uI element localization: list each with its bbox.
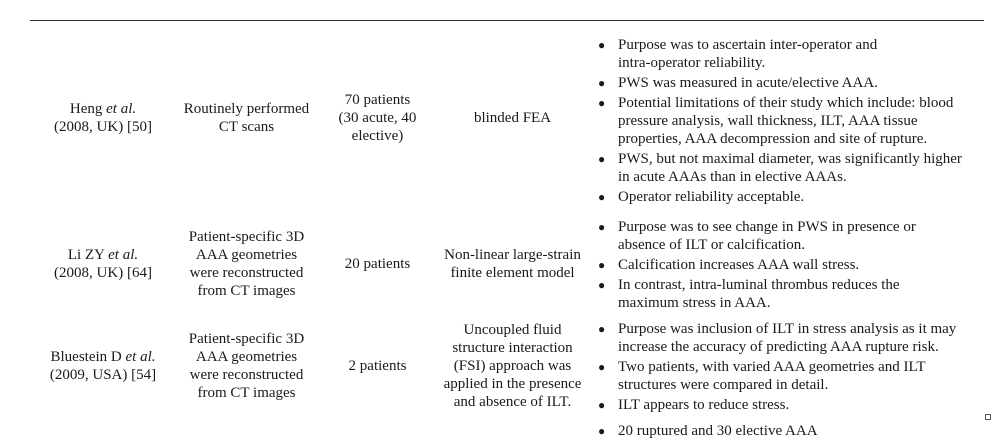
- model-line: finite element model: [450, 265, 575, 281]
- finding-text-line: PWS, but not maximal diameter, was signi…: [618, 151, 962, 167]
- finding-text-line: Operator reliability acceptable.: [618, 189, 805, 205]
- bullet-icon: ●: [598, 220, 606, 234]
- finding-item: ● Potential limitations of their study wh…: [596, 94, 992, 148]
- finding-item: ● Purpose was inclusion of ILT in stress …: [596, 320, 992, 356]
- model-line: Non-linear large-strain: [444, 247, 581, 263]
- study-cell: Li ZY et al. (2008, UK) [64]: [33, 246, 173, 282]
- bullet-icon: ●: [598, 278, 606, 292]
- model-line: and absence of ILT.: [453, 394, 572, 410]
- study-line-2: (2008, UK) [64]: [54, 265, 152, 281]
- method-line: AAA geometries: [195, 247, 298, 263]
- finding-text-line: absence of ILT or calcification.: [618, 237, 806, 253]
- model-line: blinded FEA: [473, 110, 552, 126]
- bullet-icon: ●: [598, 258, 606, 272]
- finding-text-line: in acute AAAs than in elective AAAs.: [618, 169, 847, 185]
- findings-list: ● Purpose was inclusion of ILT in stress …: [596, 320, 992, 416]
- patients-line: elective): [351, 128, 404, 144]
- method-line: from CT images: [197, 385, 296, 401]
- finding-text-line: pressure analysis, wall thickness, ILT, …: [618, 113, 918, 129]
- finding-item: ● Calcification increases AAA wall stress…: [596, 256, 992, 274]
- finding-item: ● In contrast, intra-luminal thrombus red…: [596, 276, 992, 312]
- finding-text-line: 20 ruptured and 30 elective AAA: [618, 423, 818, 439]
- finding-text-line: Purpose was inclusion of ILT in stress a…: [618, 321, 957, 337]
- patients-line: (30 acute, 40: [338, 110, 417, 126]
- findings-list: ● Purpose was to ascertain inter-operator…: [596, 36, 992, 208]
- bullet-icon: ●: [598, 398, 606, 412]
- finding-item: ● PWS, but not maximal diameter, was sign…: [596, 150, 992, 186]
- study-line-1: Bluestein D et al.: [50, 349, 156, 365]
- patients-line: 2 patients: [348, 358, 407, 374]
- bullet-icon: ●: [598, 76, 606, 90]
- patients-line: 70 patients: [344, 92, 411, 108]
- finding-item: ● PWS was measured in acute/elective AAA.: [596, 74, 992, 92]
- finding-text-line: intra-operator reliability.: [618, 55, 766, 71]
- finding-item: ● Purpose was to see change in PWS in pre…: [596, 218, 992, 254]
- bullet-icon: ●: [598, 152, 606, 166]
- finding-item: ● Operator reliability acceptable.: [596, 188, 992, 206]
- patients-cell: 70 patients (30 acute, 40 elective): [320, 91, 435, 145]
- bullet-icon: ●: [598, 424, 606, 438]
- bullet-icon: ●: [598, 360, 606, 374]
- method-line: CT scans: [218, 119, 275, 135]
- model-line: Uncoupled fluid: [463, 322, 562, 338]
- finding-item: ● Purpose was to ascertain inter-operator…: [596, 36, 992, 72]
- finding-text-line: Potential limitations of their study whi…: [618, 95, 954, 111]
- method-line: were reconstructed: [189, 367, 304, 383]
- bullet-icon: ●: [598, 190, 606, 204]
- study-line-1: Li ZY et al.: [67, 247, 139, 263]
- model-line: (FSI) approach was: [453, 358, 572, 374]
- finding-text-line: Purpose was to see change in PWS in pres…: [618, 219, 916, 235]
- finding-text-line: increase the accuracy of predicting AAA …: [618, 339, 939, 355]
- bullet-icon: ●: [598, 38, 606, 52]
- finding-item: ● 20 ruptured and 30 elective AAA: [596, 422, 992, 440]
- table-top-rule: [30, 20, 984, 21]
- model-line: structure interaction: [452, 340, 573, 356]
- patients-cell: 2 patients: [320, 357, 435, 375]
- method-cell: Routinely performed CT scans: [173, 100, 320, 136]
- finding-item: ● Two patients, with varied AAA geometrie…: [596, 358, 992, 394]
- method-cell: Patient-specific 3D AAA geometries were …: [173, 228, 320, 300]
- bullet-icon: ●: [598, 96, 606, 110]
- finding-item: ● ILT appears to reduce stress.: [596, 396, 992, 414]
- method-cell: Patient-specific 3D AAA geometries were …: [173, 330, 320, 402]
- finding-text-line: maximum stress in AAA.: [618, 295, 771, 311]
- finding-text-line: ILT appears to reduce stress.: [618, 397, 790, 413]
- patients-line: 20 patients: [344, 256, 411, 272]
- model-cell: Non-linear large-strain finite element m…: [435, 246, 590, 282]
- finding-text-line: properties, AAA decompression and site o…: [618, 131, 928, 147]
- finding-text-line: Calcification increases AAA wall stress.: [618, 257, 860, 273]
- study-line-2: (2008, UK) [50]: [54, 119, 152, 135]
- method-line: Patient-specific 3D: [188, 229, 305, 245]
- findings-list: ● 20 ruptured and 30 elective AAA: [596, 422, 992, 442]
- resize-handle-icon: [985, 414, 991, 420]
- method-line: from CT images: [197, 283, 296, 299]
- model-line: applied in the presence: [443, 376, 582, 392]
- finding-text-line: Two patients, with varied AAA geometries…: [618, 359, 926, 375]
- finding-text-line: PWS was measured in acute/elective AAA.: [618, 75, 878, 91]
- patients-cell: 20 patients: [320, 255, 435, 273]
- finding-text-line: In contrast, intra-luminal thrombus redu…: [618, 277, 900, 293]
- study-cell: Heng et al. (2008, UK) [50]: [33, 100, 173, 136]
- bullet-icon: ●: [598, 322, 606, 336]
- finding-text-line: Purpose was to ascertain inter-operator …: [618, 37, 878, 53]
- study-line-2: (2009, USA) [54]: [49, 367, 157, 383]
- method-line: AAA geometries: [195, 349, 298, 365]
- method-line: were reconstructed: [189, 265, 304, 281]
- finding-text-line: structures were compared in detail.: [618, 377, 829, 393]
- findings-list: ● Purpose was to see change in PWS in pre…: [596, 218, 992, 314]
- method-line: Patient-specific 3D: [188, 331, 305, 347]
- study-line-1: Heng et al.: [69, 101, 137, 117]
- model-cell: blinded FEA: [435, 109, 590, 127]
- model-cell: Uncoupled fluid structure interaction (F…: [435, 321, 590, 411]
- study-cell: Bluestein D et al. (2009, USA) [54]: [33, 348, 173, 384]
- method-line: Routinely performed: [183, 101, 310, 117]
